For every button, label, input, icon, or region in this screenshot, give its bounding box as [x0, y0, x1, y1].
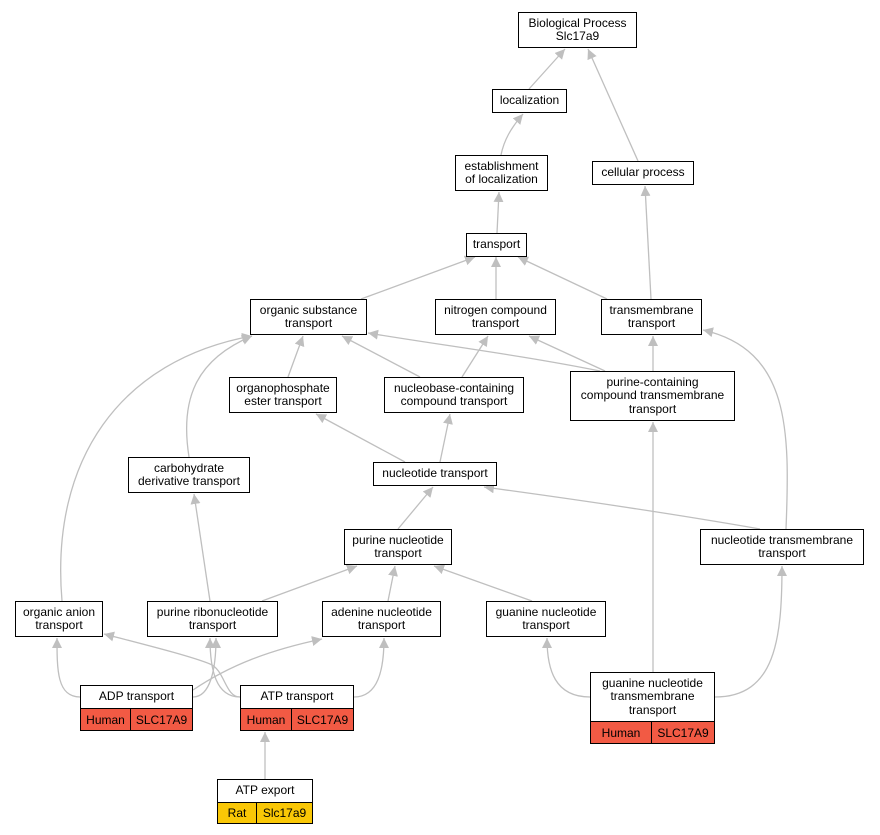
- edge-nucleotide-to-organophosphate: [315, 413, 406, 463]
- node-purine-ribonucleotide-transport[interactable]: purine ribonucleotide transport: [147, 601, 278, 637]
- node-localization[interactable]: localization: [492, 89, 567, 113]
- node-nucleotide-transmembrane-transport[interactable]: nucleotide transmembrane transport: [700, 529, 864, 565]
- gene-badge: Slc17a9: [256, 803, 312, 823]
- edge-adp-to-organic-anion: [52, 637, 81, 698]
- edge-purine-nucleotide-to-nucleotide: [397, 486, 434, 530]
- node-cellular-process[interactable]: cellular process: [592, 161, 694, 185]
- node-nucleotide-transport[interactable]: nucleotide transport: [373, 462, 497, 486]
- annotation-atp-transport: Human SLC17A9: [240, 708, 354, 731]
- node-organic-anion-transport[interactable]: organic anion transport: [15, 601, 103, 637]
- node-transmembrane-transport[interactable]: transmembrane transport: [601, 299, 702, 335]
- node-guanine-nucleotide-transport[interactable]: guanine nucleotide transport: [486, 601, 606, 637]
- edge-organophosphate-to-organic-substance: [287, 335, 305, 378]
- node-carbohydrate-derivative-transport[interactable]: carbohydrate derivative transport: [128, 457, 250, 493]
- node-adenine-nucleotide-transport[interactable]: adenine nucleotide transport: [322, 601, 441, 637]
- edge-establishment-to-localization: [500, 113, 524, 156]
- gene-badge: SLC17A9: [291, 709, 353, 730]
- node-transport[interactable]: transport: [466, 233, 527, 257]
- gene-badge: SLC17A9: [130, 709, 192, 730]
- edge-atp-to-organic-anion: [103, 631, 241, 698]
- edge-organic-anion-to-organic-substance: [60, 332, 253, 602]
- node-nitrogen-compound-transport[interactable]: nitrogen compound transport: [435, 299, 556, 335]
- edge-nucleotide-to-nucleobase: [439, 413, 453, 463]
- node-organic-substance-transport[interactable]: organic substance transport: [250, 299, 367, 335]
- edge-purine-ribo-to-purine-nucleotide: [261, 564, 358, 602]
- edge-guanine-tm-to-guanine: [542, 637, 591, 698]
- node-nucleobase-containing-compound-transport[interactable]: nucleobase-containing compound transport: [384, 377, 524, 413]
- edge-adp-to-adenine: [192, 636, 323, 691]
- species-badge: Rat: [218, 803, 256, 823]
- node-purine-nucleotide-transport[interactable]: purine nucleotide transport: [344, 529, 452, 565]
- edge-nucleobase-to-nitrogen: [461, 335, 489, 378]
- node-establishment-of-localization[interactable]: establishment of localization: [455, 155, 548, 191]
- edge-adenine-to-purine-nucleotide: [387, 565, 398, 602]
- species-badge: Human: [81, 709, 130, 730]
- node-guanine-nucleotide-transmembrane-transport[interactable]: guanine nucleotide transmembrane transpo…: [590, 672, 715, 722]
- node-organophosphate-ester-transport[interactable]: organophosphate ester transport: [229, 377, 337, 413]
- edge-purine-ribo-to-carbohydrate: [190, 493, 211, 602]
- edge-atp-to-adenine: [353, 637, 389, 698]
- edge-localization-to-bp: [528, 48, 566, 90]
- edge-nucleotide-tm-to-transmembrane: [702, 327, 788, 530]
- gene-badge: SLC17A9: [651, 722, 714, 743]
- edge-organic-substance-to-transport: [360, 255, 476, 300]
- edge-purine-containing-to-nitrogen: [528, 335, 606, 372]
- edge-transmembrane-to-transport: [517, 256, 608, 300]
- species-badge: Human: [241, 709, 291, 730]
- edge-guanine-tm-to-nucleotide-tm: [714, 565, 787, 698]
- edge-cellular-to-bp: [587, 48, 639, 162]
- edge-atp-to-purine-ribo: [205, 637, 241, 698]
- edge-purine-containing-to-organic-substance: [367, 329, 601, 372]
- node-atp-transport[interactable]: ATP transport: [240, 685, 354, 709]
- edge-nucleotide-tm-to-nucleotide: [483, 483, 761, 530]
- annotation-atp-export: Rat Slc17a9: [217, 802, 313, 824]
- annotation-adp-transport: Human SLC17A9: [80, 708, 193, 731]
- edge-carbohydrate-to-organic-substance: [185, 335, 253, 458]
- node-purine-containing-compound-transmembrane-transport[interactable]: purine-containing compound transmembrane…: [570, 371, 735, 421]
- edge-transport-to-establishment: [493, 191, 504, 234]
- node-biological-process[interactable]: Biological Process Slc17a9: [518, 12, 637, 48]
- node-atp-export[interactable]: ATP export: [217, 779, 313, 803]
- node-adp-transport[interactable]: ADP transport: [80, 685, 193, 709]
- species-badge: Human: [591, 722, 651, 743]
- edge-transmembrane-to-cellular: [640, 185, 652, 300]
- edge-guanine-to-purine-nucleotide: [433, 564, 533, 602]
- edge-nucleobase-to-organic-substance: [341, 335, 421, 378]
- annotation-guanine-nucleotide-transmembrane-transport: Human SLC17A9: [590, 721, 715, 744]
